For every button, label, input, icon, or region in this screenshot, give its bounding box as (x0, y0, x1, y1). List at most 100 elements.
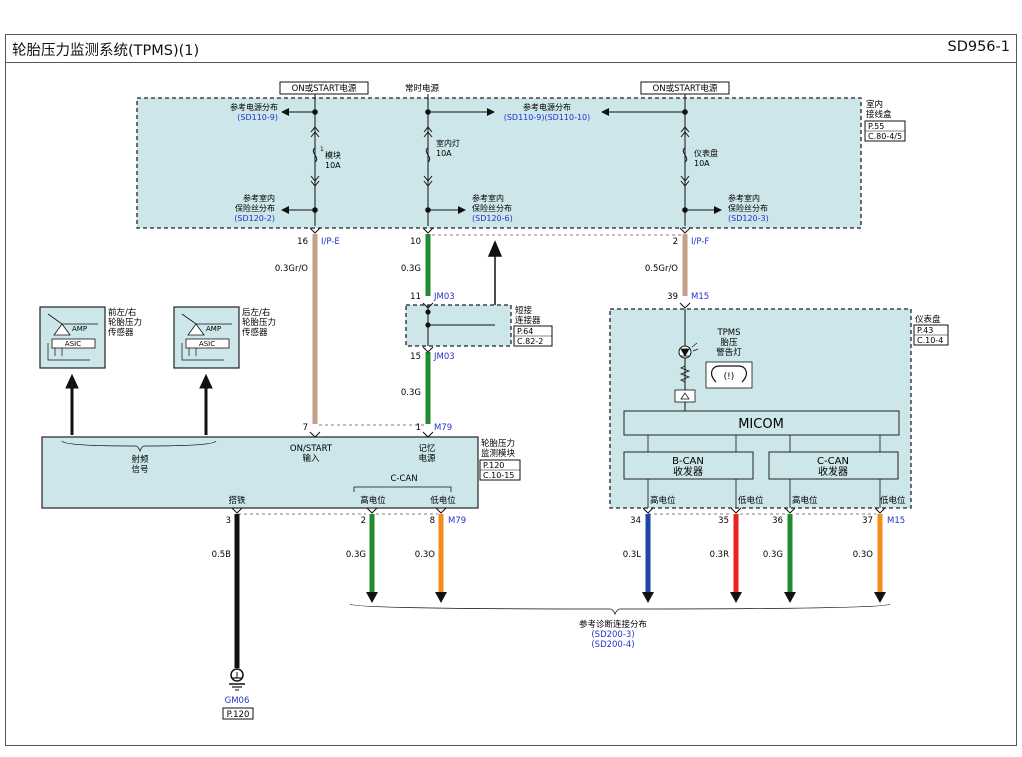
gnd-pin: 3 (226, 516, 231, 526)
ref-fuse2-code: (SD120-6) (472, 214, 513, 223)
micom-bus-lines (647, 435, 881, 452)
ref-power-mid-code: (SD110-9)(SD110-10) (504, 113, 591, 122)
micom-block (623, 410, 900, 436)
diag-ref-code2: (SD200-4) (591, 640, 634, 650)
junction-box-label: 室内 接线盒 P.55 C.80-4/5 (864, 99, 906, 142)
spec-37: 0.3O (853, 550, 874, 560)
pin-35: 35 (718, 516, 729, 526)
tpms-pin1-icon (422, 431, 434, 438)
cluster-pin35-icon (730, 507, 742, 514)
ref-power-left-code: (SD110-9) (237, 113, 278, 122)
bus-lines (281, 94, 722, 226)
rf-signal-l1: 射频 (131, 454, 149, 465)
c-can-l2: 收发器 (818, 465, 848, 478)
cluster-lo2: 低电位 (880, 495, 906, 506)
wire2-spec-b: 0.3G (401, 388, 421, 398)
wire3-conn-top: I/P-F (691, 237, 709, 247)
wire3-conn-bot: M15 (691, 292, 709, 302)
connector-ipf-icon (679, 227, 691, 234)
lamp-l2: 胎压 (720, 337, 738, 348)
spec-35: 0.3R (710, 550, 730, 560)
ref-fuse3-code: (SD120-3) (728, 214, 769, 223)
tpms-pin7-icon (309, 431, 321, 438)
spec-34: 0.3L (623, 550, 642, 560)
power-label-right: ON或START电源 (640, 81, 730, 95)
ground-code: GM06 (225, 696, 250, 706)
conn-37: M15 (887, 516, 905, 526)
c-can-label: C-CAN (390, 474, 417, 484)
wire2-conn-a: JM03 (433, 292, 455, 302)
tpms-symbol-icon: (!) (705, 361, 753, 389)
wire2-conn-bot: M79 (434, 423, 452, 433)
power-label-left: ON或START电源 (279, 81, 369, 95)
tpms-pin8-icon (435, 507, 447, 514)
wire2-pin-a: 11 (410, 292, 421, 302)
c-can-l1: C-CAN (817, 456, 849, 467)
pin-34: 34 (630, 516, 641, 526)
ref-fuse1-code: (SD120-2) (234, 214, 275, 223)
lamp-l1: TPMS (716, 328, 740, 338)
fuse2-amp: 10A (436, 149, 452, 158)
ref-fuse3-l1: 参考室内 (728, 193, 760, 203)
on-start-input-l1: ON/START (290, 444, 333, 454)
rf-arrow-front (65, 373, 79, 435)
cluster-pin39-icon (679, 302, 691, 309)
svg-text:ON或START电源: ON或START电源 (653, 83, 718, 94)
connector-ipe-icon (309, 227, 321, 234)
header-divider (5, 62, 1017, 63)
svg-text:P.55: P.55 (868, 122, 884, 131)
pin-37: 37 (862, 516, 873, 526)
rear-tire-pressure-sensor: AMP ASIC 后左/右 轮胎压力 传感器 (173, 306, 276, 369)
fuse-module-icon (310, 126, 320, 187)
wire3-pin-bot: 39 (667, 292, 678, 302)
can-low-label: 低电位 (430, 495, 456, 506)
ground-icon (229, 668, 245, 691)
can-hi-pin: 2 (361, 516, 366, 526)
svg-text:ON或START电源: ON或START电源 (292, 83, 357, 94)
power-label-mid: 常时电源 (405, 83, 440, 94)
rf-arrow-rear (199, 373, 213, 435)
shield-lines (238, 234, 876, 515)
instrument-cluster-label: 仪表盘 P.43 C.10-4 (913, 314, 949, 346)
svg-text:轮胎压力: 轮胎压力 (242, 317, 276, 328)
diag-down-arrows (366, 592, 886, 603)
page-title: 轮胎压力监测系统(TPMS)(1) (12, 43, 200, 59)
ground-ref: P.120 (222, 707, 254, 720)
fuse3-amp: 10A (694, 159, 710, 168)
svg-text:C.10-15: C.10-15 (483, 471, 514, 480)
diag-ref-label: 参考诊断连接分布 (579, 619, 647, 630)
on-start-input-l2: 输入 (302, 453, 320, 464)
micom-label: MICOM (738, 417, 784, 432)
svg-text:(!): (!) (724, 372, 735, 382)
svg-text:P.120: P.120 (227, 710, 250, 720)
tpms-module-label: 轮胎压力 监测模块 P.120 C.10-15 (479, 438, 521, 481)
svg-text:短接: 短接 (515, 305, 533, 316)
can-high-label: 高电位 (360, 495, 386, 506)
diag-ref-brace (349, 603, 891, 616)
svg-text:轮胎压力: 轮胎压力 (108, 317, 142, 328)
ref-power-left: 参考电源分布 (230, 102, 278, 112)
rf-signal-brace (61, 440, 217, 453)
svg-text:监测模块: 监测模块 (481, 448, 516, 459)
diag-ref-code1: (SD200-3) (591, 630, 634, 640)
page-frame (5, 34, 1017, 746)
fuse3-name: 仪表盘 (694, 148, 718, 158)
fuse-cluster-icon (680, 126, 690, 187)
svg-text:室内: 室内 (866, 99, 883, 110)
svg-text:传感器: 传感器 (242, 327, 268, 338)
fuse-dome-light-icon (423, 126, 433, 187)
can-hi-spec: 0.3G (346, 550, 366, 560)
svg-text:ASIC: ASIC (199, 340, 215, 348)
front-tire-pressure-sensor: AMP ASIC 前左/右 轮胎压力 传感器 (39, 306, 142, 369)
ref-fuse3-l2: 保险丝分布 (728, 203, 768, 213)
svg-text:P.43: P.43 (917, 326, 933, 335)
can-lo-conn: M79 (448, 516, 466, 526)
cluster-pin37-icon (874, 507, 886, 514)
tpms-pin3-icon (231, 507, 243, 514)
svg-text:C.80-4/5: C.80-4/5 (868, 132, 902, 141)
wire1-spec: 0.3Gr/O (275, 264, 308, 274)
b-can-transceiver (623, 451, 754, 480)
memory-power-l1: 记忆 (418, 443, 436, 454)
svg-text:C.82-2: C.82-2 (517, 337, 543, 346)
